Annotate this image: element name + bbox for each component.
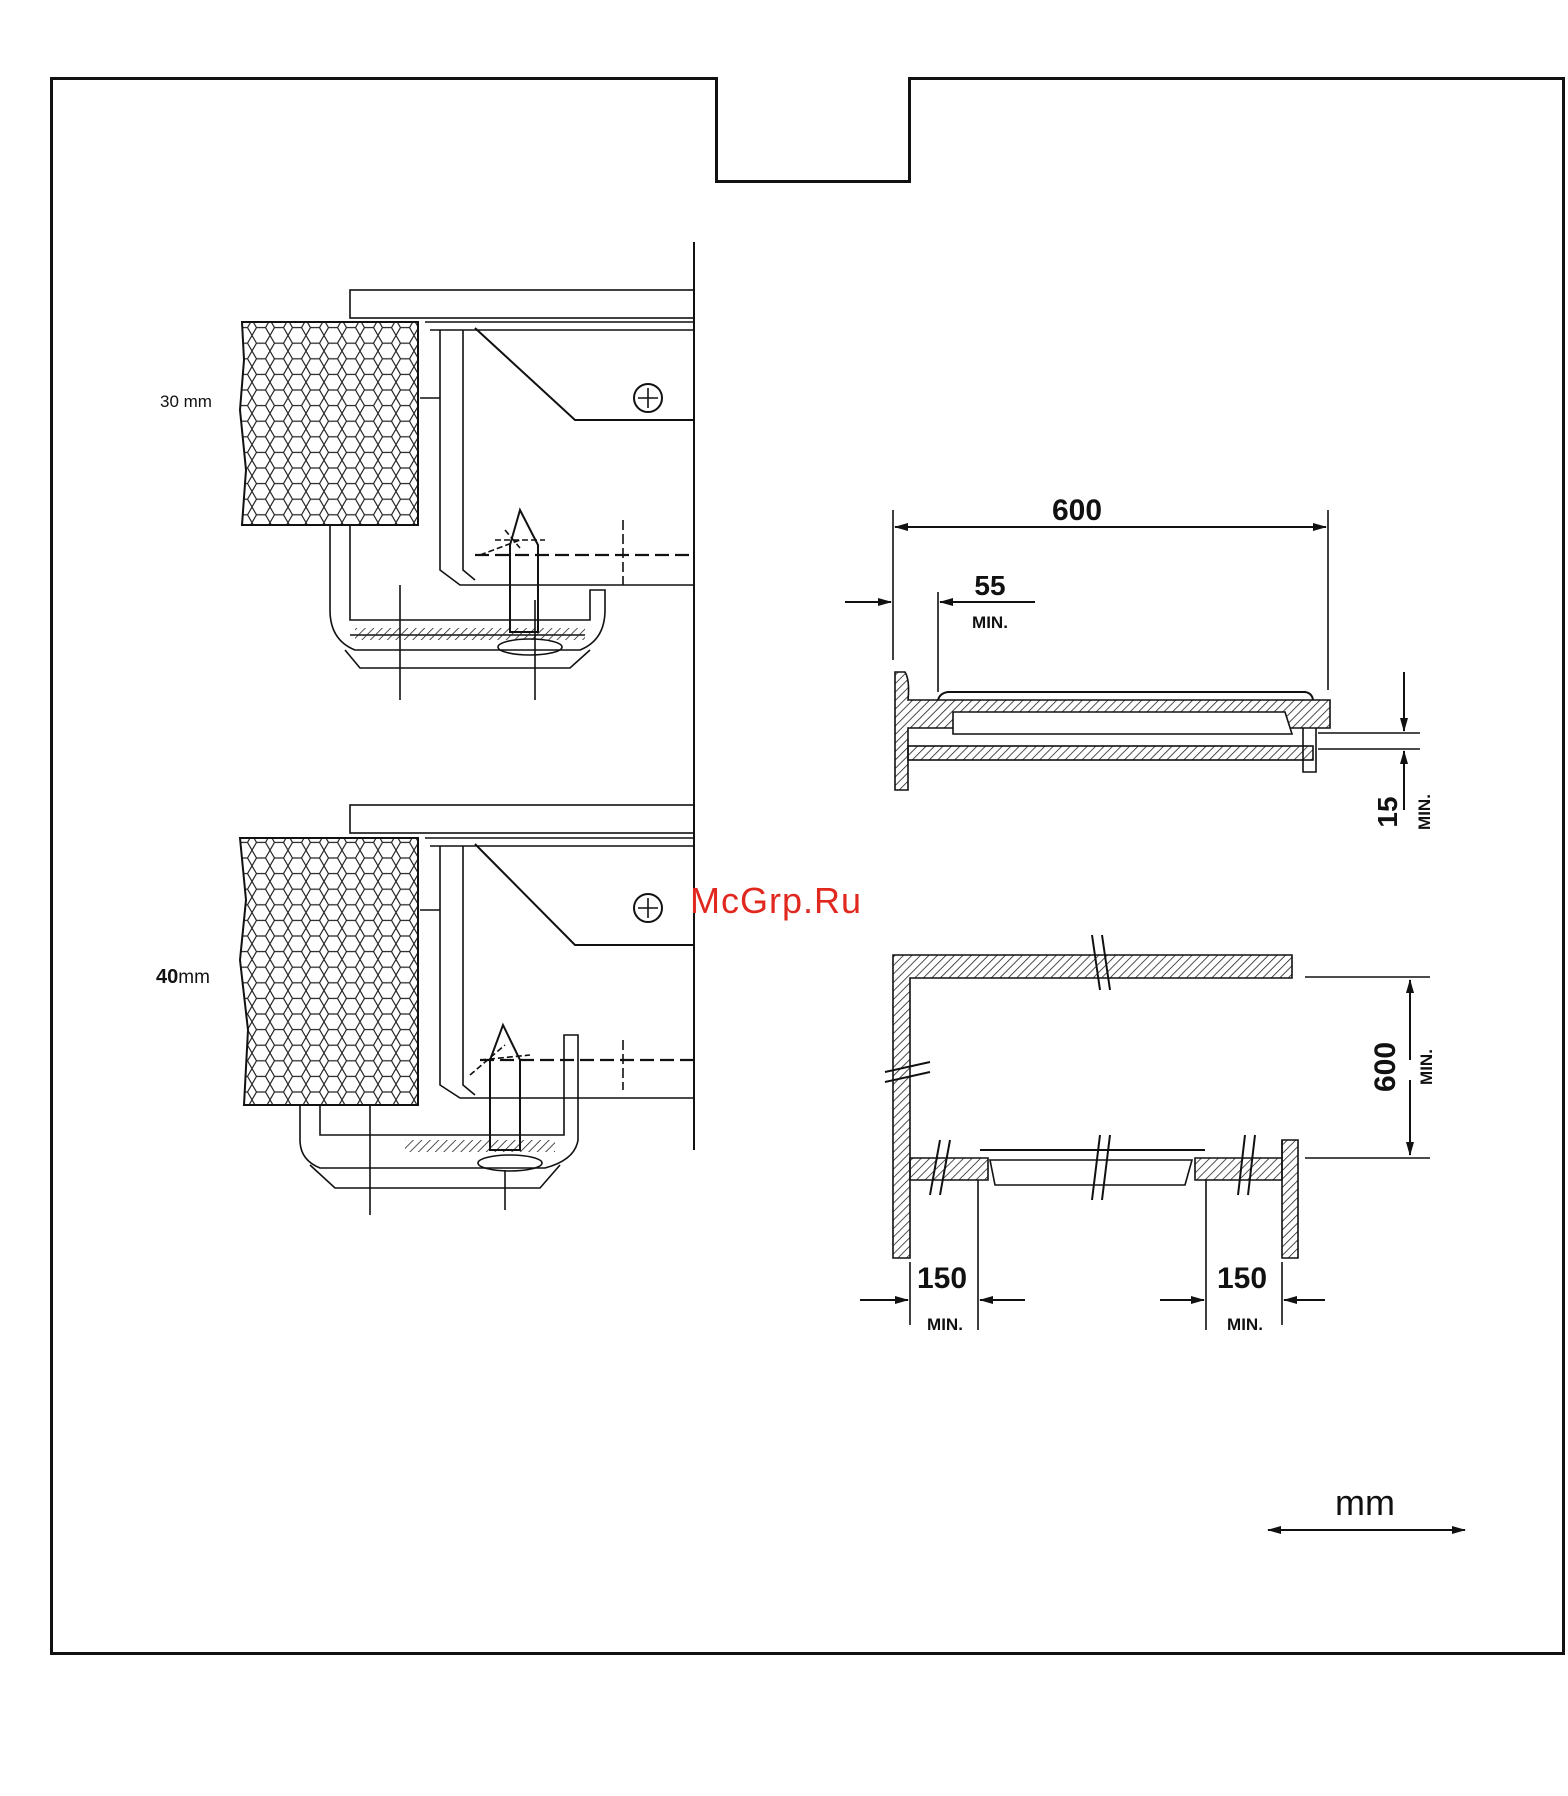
dim-55-side: 55 (974, 570, 1005, 601)
dim-150-right: 150 (1217, 1262, 1267, 1295)
worktop-section (240, 322, 418, 525)
dim-600-note: MIN. (1417, 1049, 1436, 1085)
fixing-screw (490, 1025, 520, 1150)
worktop-section (240, 838, 418, 1105)
dim-150-right-note: MIN. (1227, 1315, 1263, 1334)
dim-150-left-note: MIN. (927, 1315, 963, 1334)
dim-15-depth: 15 (1372, 796, 1403, 827)
dim-600-width: 600 (1052, 494, 1102, 527)
unit-legend-label: mm (1335, 1482, 1395, 1523)
worktop-thickness-30-label: 30 mm (160, 392, 212, 412)
clamp-detail-40mm (240, 805, 694, 1215)
cutout-diagram-top (845, 510, 1420, 810)
dim-55-note: MIN. (972, 613, 1008, 632)
clamp-detail-30mm (240, 290, 694, 700)
dim-600-height: 600 (1369, 1042, 1402, 1092)
dim-15-note: MIN. (1415, 794, 1434, 830)
worktop-thickness-40-unit: mm (178, 967, 210, 988)
fixing-screw (510, 510, 538, 632)
worktop-thickness-40-label: 40mm (156, 966, 210, 989)
hob-glass-top (350, 290, 694, 318)
worktop-thickness-40-value: 40 (156, 966, 178, 988)
watermark-text: McGrp.Ru (690, 880, 862, 922)
hob-glass-top (350, 805, 694, 833)
dim-150-left: 150 (917, 1262, 967, 1295)
